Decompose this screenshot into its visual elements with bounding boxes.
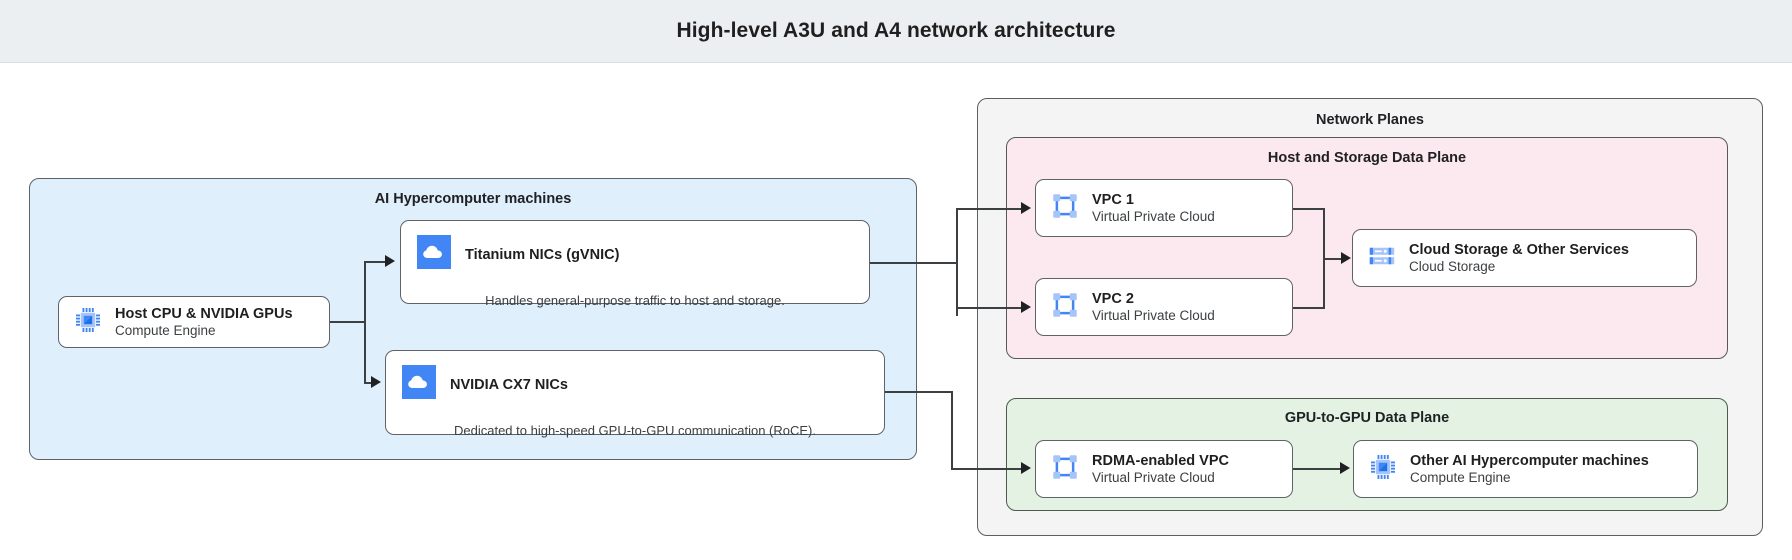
node-title: Host CPU & NVIDIA GPUs xyxy=(115,306,293,322)
node-vpc-1[interactable]: VPC 1 Virtual Private Cloud xyxy=(1035,179,1293,237)
connector-hostcpu-vertical xyxy=(364,261,366,383)
connector-hostcpu-trunk xyxy=(330,321,366,323)
node-titanium-nics[interactable]: Titanium NICs (gVNIC) Handles general-pu… xyxy=(400,220,870,308)
node-host-cpu-nvidia-gpus[interactable]: Host CPU & NVIDIA GPUs Compute Engine xyxy=(58,296,330,348)
cloud-icon xyxy=(417,235,451,274)
node-title: VPC 2 xyxy=(1092,291,1134,307)
node-nvidia-cx7-nics[interactable]: NVIDIA CX7 NICs Dedicated to high-speed … xyxy=(385,350,885,438)
group-label-gpu-to-gpu-data-plane: GPU-to-GPU Data Plane xyxy=(1284,410,1450,426)
storage-rack-icon xyxy=(1367,241,1397,276)
connector-to-rdma-vpc xyxy=(951,468,1022,470)
connector-hostcpu-to-titanium xyxy=(364,261,386,263)
connector-to-vpc1 xyxy=(956,208,1022,210)
connector-hostcpu-to-cx7 xyxy=(364,382,372,384)
vpc-icon xyxy=(1050,452,1080,487)
arrow-to-vpc1 xyxy=(1021,202,1031,214)
node-subtitle: Virtual Private Cloud xyxy=(1092,470,1215,485)
group-label-host-and-storage-data-plane: Host and Storage Data Plane xyxy=(1267,150,1467,166)
connector-vpc1-out xyxy=(1293,208,1325,210)
node-other-ai-hypercomputer-machines[interactable]: Other AI Hypercomputer machines Compute … xyxy=(1353,440,1698,498)
arrow-to-rdma-vpc xyxy=(1021,462,1031,474)
vpc-icon xyxy=(1050,290,1080,325)
group-label-ai-hypercomputer-machines: AI Hypercomputer machines xyxy=(374,191,572,207)
connector-merge-to-storage xyxy=(1323,258,1343,260)
node-title: Titanium NICs (gVNIC) xyxy=(465,246,620,263)
vpc-icon xyxy=(1050,191,1080,226)
connector-titanium-out xyxy=(870,262,958,264)
node-title: VPC 1 xyxy=(1092,192,1134,208)
node-vpc-2[interactable]: VPC 2 Virtual Private Cloud xyxy=(1035,278,1293,336)
page-title: High-level A3U and A4 network architectu… xyxy=(676,19,1116,42)
connector-to-vpc2 xyxy=(956,307,1022,309)
node-title: NVIDIA CX7 NICs xyxy=(450,376,568,393)
node-subtitle: Compute Engine xyxy=(115,323,216,338)
node-subtitle: Cloud Storage xyxy=(1409,259,1496,274)
title-bar: High-level A3U and A4 network architectu… xyxy=(0,0,1792,63)
node-cloud-storage-and-other-services[interactable]: Cloud Storage & Other Services Cloud Sto… xyxy=(1352,229,1697,287)
connector-cx7-out xyxy=(885,391,953,393)
node-subtitle: Virtual Private Cloud xyxy=(1092,308,1215,323)
node-title: RDMA-enabled VPC xyxy=(1092,453,1229,469)
connector-vpc-merge xyxy=(1323,208,1325,307)
node-subtitle: Compute Engine xyxy=(1410,470,1511,485)
arrow-to-titanium xyxy=(385,255,395,267)
node-description: Dedicated to high-speed GPU-to-GPU commu… xyxy=(454,423,816,438)
node-subtitle: Virtual Private Cloud xyxy=(1092,209,1215,224)
connector-titanium-split xyxy=(956,208,958,316)
cpu-chip-icon xyxy=(73,305,103,340)
connector-rdma-to-other-machines xyxy=(1293,468,1341,470)
connector-cx7-down xyxy=(951,391,953,469)
arrow-to-cloud-storage xyxy=(1341,252,1351,264)
arrow-to-cx7 xyxy=(371,376,381,388)
node-title: Cloud Storage & Other Services xyxy=(1409,242,1629,258)
arrow-to-vpc2 xyxy=(1021,301,1031,313)
cpu-chip-icon xyxy=(1368,452,1398,487)
arrow-to-other-machines xyxy=(1340,462,1350,474)
node-description: Handles general-purpose traffic to host … xyxy=(485,293,785,308)
node-title: Other AI Hypercomputer machines xyxy=(1410,453,1649,469)
cloud-icon xyxy=(402,365,436,404)
connector-vpc2-out xyxy=(1293,307,1325,309)
node-rdma-enabled-vpc[interactable]: RDMA-enabled VPC Virtual Private Cloud xyxy=(1035,440,1293,498)
group-label-network-planes: Network Planes xyxy=(1316,112,1424,128)
